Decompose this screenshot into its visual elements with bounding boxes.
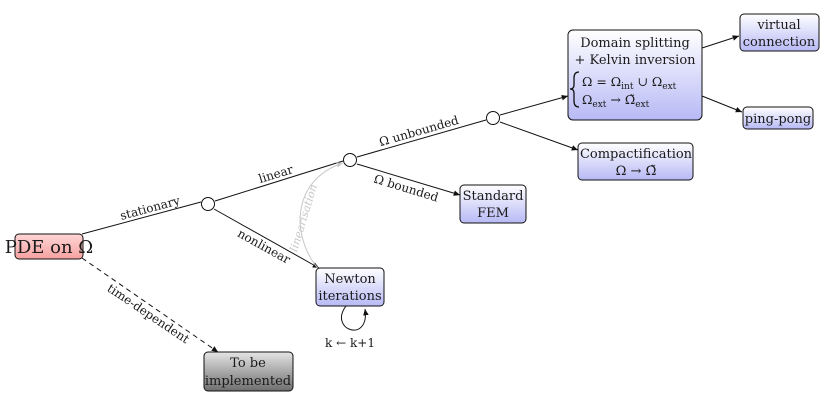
- newton-loop-label: k ← k+1: [325, 336, 375, 350]
- node-pde: PDE on Ω: [5, 233, 93, 260]
- edge-nonlinear: [213, 208, 320, 269]
- node-virtual-line1: virtual: [756, 18, 800, 33]
- edge-unbounded: [356, 119, 487, 158]
- node-pingpong-label: ping-pong: [745, 112, 811, 127]
- node-domain-eq1: Ω = Ωint ∪ Ωext: [582, 74, 677, 92]
- node-virtual-connection: virtual connection: [739, 13, 820, 52]
- edge-label-bounded: Ω bounded: [372, 172, 440, 205]
- node-tbi-line2: implemented: [205, 374, 291, 389]
- node-newton-line2: iterations: [318, 289, 381, 304]
- node-fem: Standard FEM: [459, 184, 527, 224]
- newton-self-loop: [340, 305, 369, 331]
- edge-label-time-dependent: time-dependent: [105, 281, 192, 346]
- branch-node-2: [343, 153, 357, 167]
- edge-to-virtual: [701, 35, 740, 49]
- node-fem-line1: Standard: [463, 189, 524, 204]
- branch-node-3: [486, 111, 500, 125]
- branch-node-1: [201, 197, 215, 211]
- edge-label-nonlinear: nonlinear: [235, 226, 293, 267]
- edge-to-pingpong: [701, 95, 743, 113]
- node-virtual-line2: connection: [743, 35, 816, 50]
- edge-stationary: [81, 201, 202, 235]
- node-domain-line2: + Kelvin inversion: [574, 53, 696, 68]
- node-tbi-line1: To be: [230, 356, 266, 371]
- edge-bounded: [356, 163, 461, 196]
- edge-label-stationary: stationary: [118, 193, 181, 222]
- node-newton-line1: Newton: [324, 272, 376, 287]
- edge-to-compact: [499, 121, 579, 151]
- domain-brace: [569, 71, 580, 108]
- node-domain-splitting: Domain splitting + Kelvin inversion Ω = …: [567, 29, 703, 121]
- node-compact-line1: Compactification: [580, 147, 693, 162]
- node-compact-line2: Ω → Ω̃: [616, 164, 657, 179]
- edge-time-dependent: [81, 257, 219, 353]
- node-newton: Newton iterations: [315, 267, 385, 307]
- node-domain-line1: Domain splitting: [580, 36, 690, 51]
- edge-to-domain: [499, 94, 569, 116]
- node-ping-pong: ping-pong: [742, 106, 814, 130]
- node-fem-line2: FEM: [477, 206, 509, 221]
- node-compactification: Compactification Ω → Ω̃: [577, 142, 694, 181]
- node-pde-label: PDE on Ω: [5, 237, 93, 258]
- node-to-be-implemented: To be implemented: [203, 351, 294, 392]
- edge-linearisation: [299, 162, 344, 274]
- edge-linear: [214, 160, 344, 202]
- node-domain-eq2: Ωext → Ω̃ext: [582, 92, 650, 110]
